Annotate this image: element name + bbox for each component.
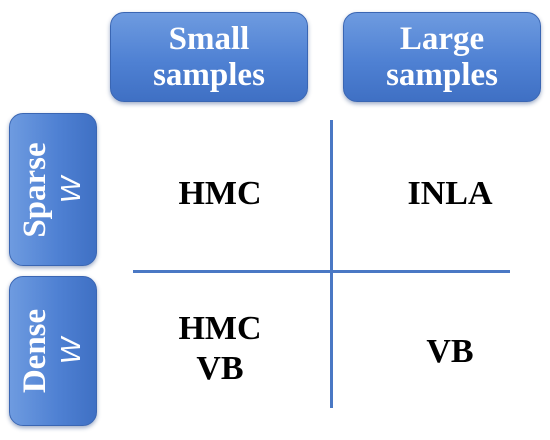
cell-method: VB	[426, 333, 474, 370]
cell-method: VB	[196, 350, 244, 387]
row-header-dense-label: Dense W	[17, 309, 89, 393]
row-header-dense-variable: W	[55, 337, 86, 365]
column-header-large-samples: Large samples	[343, 12, 541, 102]
cell-dense-small-samples: HMC VB	[140, 309, 300, 389]
cell-sparse-small-samples: HMC	[140, 174, 300, 214]
vertical-divider-line	[330, 120, 333, 408]
column-header-large-line1: Large	[399, 21, 485, 57]
row-header-sparse-variable: W	[55, 176, 86, 203]
column-header-small-samples: Small samples	[110, 12, 308, 102]
cell-method: INLA	[407, 175, 493, 212]
column-header-large-line2: samples	[386, 57, 498, 93]
row-header-dense-w: Dense W	[9, 276, 97, 426]
row-header-dense-text: Dense	[17, 308, 53, 394]
cell-method: HMC	[178, 310, 262, 347]
row-header-sparse-label: Sparse W	[17, 142, 89, 237]
row-header-sparse-w: Sparse W	[9, 113, 97, 266]
column-header-small-line2: samples	[153, 57, 265, 93]
cell-sparse-large-samples: INLA	[370, 174, 530, 214]
column-header-small-line1: Small	[168, 21, 250, 57]
row-header-sparse-text: Sparse	[17, 141, 53, 238]
cell-dense-large-samples: VB	[370, 332, 530, 372]
horizontal-divider-line	[133, 270, 510, 273]
cell-method: HMC	[178, 175, 262, 212]
